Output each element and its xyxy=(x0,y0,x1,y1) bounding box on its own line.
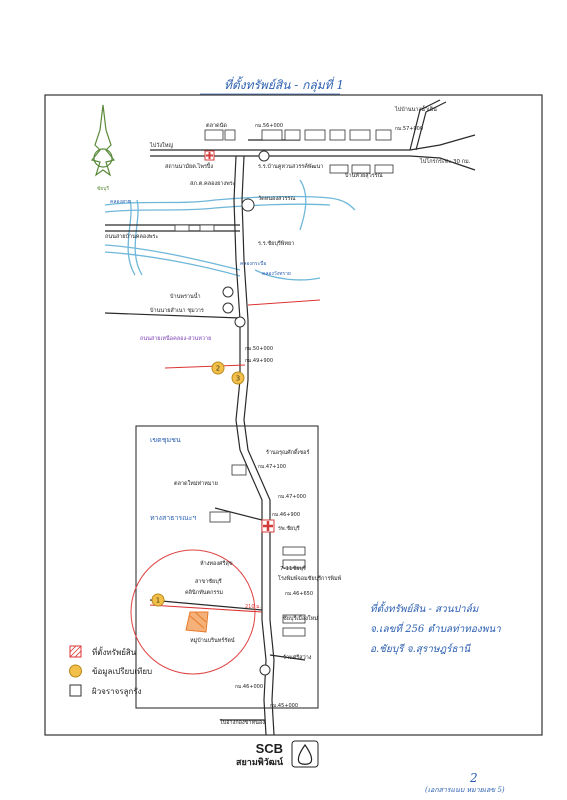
km-45-label: กม.45+000 xyxy=(270,703,298,709)
legend-property-label: ที่ตั้งทรัพย์สิน xyxy=(92,646,137,657)
building-blocks xyxy=(174,129,394,637)
km-47a-label: กม.47+100 xyxy=(258,464,286,470)
landmark-circles xyxy=(222,150,271,676)
brand-name-en: SCB xyxy=(255,741,284,756)
note-line-3: อ.ชัยบุรี จ.สุราษฎร์ธานี xyxy=(370,643,472,655)
emblem-logo: ชัยบุรี xyxy=(90,104,116,192)
legend-pavement-swatch xyxy=(69,684,82,697)
dept-store-label: ห้างทองศรีสุข xyxy=(200,560,233,567)
shop-711-label: 7-11ชัยบุรี xyxy=(280,565,306,572)
legend-comparison-label: ข้อมูลเปรียบเทียบ xyxy=(92,667,152,677)
public-way-label: ทางสาธารณะฯ xyxy=(150,514,196,522)
radius-circle xyxy=(130,549,256,675)
village-suwa-label: บ้านนายสำเนา ชุมวาร xyxy=(150,307,204,314)
svg-text:ชัยบุรี: ชัยบุรี xyxy=(97,185,109,192)
brand-name-th: สยามพิวัฒน์ xyxy=(236,757,284,767)
village-huai-suwan: บ้านห้วยสุวรรณ xyxy=(345,172,383,179)
road-label-wang-yai: ไปวังใหญ่ xyxy=(149,142,173,149)
printing-shop-label: โรงพิมพ์จอมชัยบุรีการพิมพ์ xyxy=(278,574,342,582)
km-47b-label: กม.47+000 xyxy=(278,494,306,500)
km-50-label: กม.50+000 xyxy=(245,346,273,352)
page-title: ที่ตั้งทรัพย์สิน - กลุ่มที่ 1 xyxy=(224,76,344,93)
school-huay-label: ร.ร.บ้านคูหวนสวรรค์พัฒนา xyxy=(258,163,323,170)
hospital-icon xyxy=(204,150,215,161)
community-zone-label: เขตชุมชน xyxy=(150,436,181,444)
page-note: (เอกสารแนบ หมายเลข 5) xyxy=(425,786,505,794)
svg-text:1: 1 xyxy=(156,597,160,605)
legend-pavement-label: ผิวจราจรลูกรัง xyxy=(92,687,142,697)
clinic-label: คลินิกทันตกรรม xyxy=(185,589,223,596)
hospital-icon xyxy=(261,519,275,533)
km-57-label: กม.57+000 xyxy=(395,126,423,132)
handwritten-note: ที่ตั้งทรัพย์สิน - สวนปาล์ม จ.เลขที่ 256… xyxy=(370,601,501,655)
canal-label-3: คลองวังทราย xyxy=(262,271,291,277)
page-number: 2 xyxy=(469,771,478,785)
legend: ที่ตั้งทรัพย์สิน ข้อมูลเปรียบเทียบ ผิวจร… xyxy=(69,645,152,697)
km-46c-label: กม.46+000 xyxy=(235,684,263,690)
community-zone-box xyxy=(135,425,319,709)
road-label-kroktrathu: ไปโกรกระทะ 30 กม. xyxy=(419,157,471,165)
police-label: สภ.ต.คลองยางพระ xyxy=(190,180,236,187)
road-label-lampra: ถนนสายบ้านคลองพระ xyxy=(105,233,158,240)
school-chom-label: ร.ร.ชัยบุรีพิทยา xyxy=(258,240,294,247)
shop-sri-label: ร้านศรีสว่าง xyxy=(283,654,312,661)
market-label: ตลาดนัด xyxy=(206,122,227,129)
svg-text:2: 2 xyxy=(216,365,220,373)
road-label-ao-ban: ไปอ่างกองขาหนอง xyxy=(219,719,265,726)
km-49-label: กม.49+900 xyxy=(245,358,273,364)
legend-comparison-swatch xyxy=(69,664,82,678)
village-phran-label: บ้านพรานน้ำ xyxy=(170,292,201,300)
comparison-marker-2: 2 xyxy=(211,361,225,375)
main-roads xyxy=(104,99,476,736)
road-label-na-nam-yen: ไปบ้านนางน้ำเย็น xyxy=(394,105,437,113)
note-line-1: ที่ตั้งทรัพย์สิน - สวนปาล์ม xyxy=(370,601,480,615)
comparison-marker-1: 1 xyxy=(151,593,165,607)
canal-label-2: คลองกระบือ xyxy=(240,260,266,267)
new-town-label: ชัยบุรีเมืองใหม่ xyxy=(283,615,318,622)
km-56-label: กม.56+000 xyxy=(255,123,283,129)
market-new-label: ตลาดใหม่ท่าหมาย xyxy=(174,480,218,487)
village-label: หมู่บ้านบรินทร์รัตน์ xyxy=(190,637,235,644)
canal-label-1: คลองสาย xyxy=(110,199,131,205)
road-label-canal: ถนนสายเหนือคลอง-สวนหวาย xyxy=(140,335,211,342)
km-46a-label: กม.46+900 xyxy=(272,512,300,518)
reference-lines xyxy=(149,299,321,613)
bank-label: สาขาชัยบุรี xyxy=(195,578,222,585)
property-parcel xyxy=(185,611,209,633)
hospital-label: รพ.ชัยบุรี xyxy=(278,525,300,532)
health-center-label: สถานนามัยต.ไพรปิ้ง xyxy=(165,162,213,170)
scb-logo-icon xyxy=(291,740,319,768)
note-line-2: จ.เลขที่ 256 ตำบลท่าทองพนา xyxy=(370,621,501,635)
canals xyxy=(104,179,356,281)
temple-label: วัดหนองสวรรณ xyxy=(258,195,296,202)
svg-text:3: 3 xyxy=(236,375,240,383)
km-46b-label: กม.46+650 xyxy=(285,591,313,597)
map-frame xyxy=(44,94,543,736)
shop-label-san-pon: ร้านอรุณศักดิ์เซอร์ xyxy=(266,448,310,456)
distance-label: 210 ม. xyxy=(245,604,261,610)
comparison-marker-3: 3 xyxy=(231,371,245,385)
scb-brand: SCB สยามพิวัฒน์ xyxy=(236,742,283,768)
